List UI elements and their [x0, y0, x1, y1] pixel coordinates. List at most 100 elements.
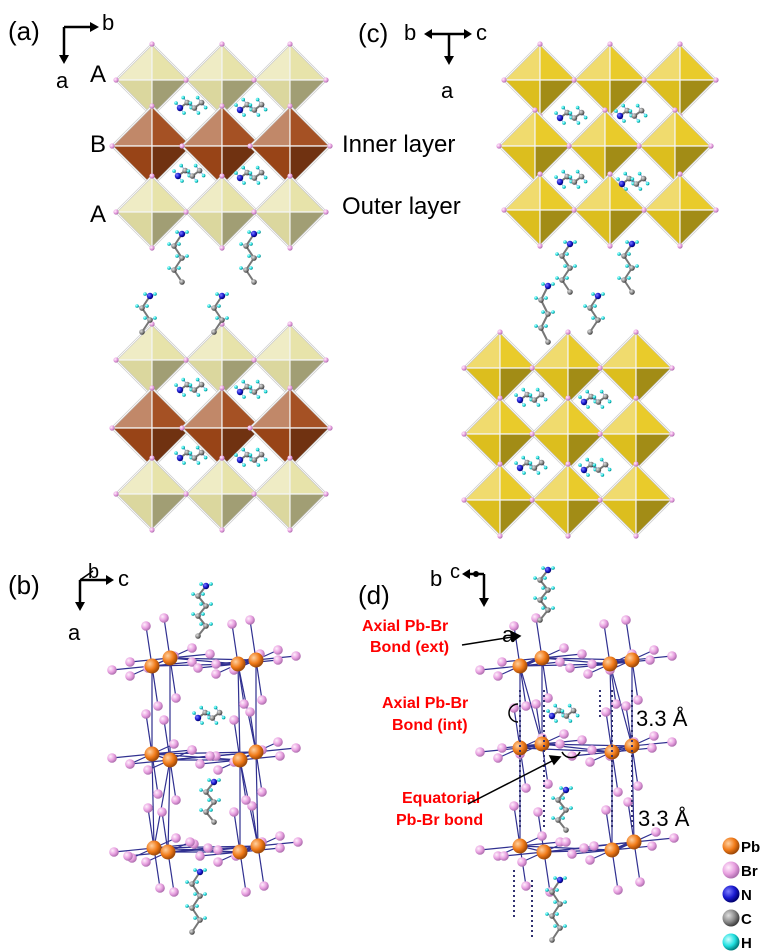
panel-c-axes: b c a — [404, 20, 487, 103]
h-atom — [600, 405, 605, 409]
h-atom — [567, 703, 572, 708]
h-atom — [188, 451, 193, 455]
alkyl-chain — [207, 292, 229, 335]
br-atom — [251, 209, 257, 215]
organic-cation — [234, 379, 268, 399]
h-atom — [177, 266, 181, 270]
br-atom — [183, 491, 189, 497]
c-atom — [139, 329, 145, 335]
br-atom — [247, 801, 257, 811]
c-atom — [549, 889, 555, 895]
br-atom — [149, 527, 155, 533]
br-atom — [287, 321, 293, 327]
pb-atom — [162, 650, 178, 666]
panel-d-structure — [475, 566, 679, 943]
c-atom — [595, 467, 602, 473]
n-atom — [146, 292, 154, 300]
c-atom — [203, 603, 209, 609]
h-atom — [643, 113, 648, 118]
annotation-arrows — [461, 630, 581, 805]
panel-a-axis-a: a — [56, 68, 69, 93]
h-atom — [614, 109, 618, 113]
br-atom — [585, 855, 595, 865]
br-atom — [155, 883, 165, 893]
legend-swatch-n — [722, 885, 740, 903]
octahedron — [183, 173, 261, 251]
c-atom — [545, 607, 551, 613]
alkyl-chain — [239, 230, 261, 285]
br-atom — [183, 357, 189, 363]
br-atom — [633, 695, 643, 705]
br-atom — [669, 833, 679, 843]
br-atom — [597, 497, 603, 503]
c-atom — [621, 253, 627, 259]
h-atom — [592, 463, 597, 467]
panel-b-axis-a: a — [68, 620, 81, 645]
h-atom — [533, 596, 537, 600]
h-atom — [249, 266, 253, 270]
c-atom — [624, 107, 630, 114]
alkyl-chain — [551, 786, 573, 833]
h-atom — [167, 242, 171, 246]
c-atom — [182, 167, 188, 174]
br-atom — [651, 827, 661, 837]
panel-b-label: (b) — [8, 570, 40, 600]
br-atom — [509, 621, 519, 631]
br-atom — [229, 807, 239, 817]
h-atom — [195, 880, 199, 884]
h-atom — [255, 447, 260, 452]
br-atom — [461, 497, 467, 503]
h-atom — [201, 612, 205, 616]
br-atom — [633, 395, 639, 401]
h-atom — [195, 445, 200, 450]
br-atom — [171, 693, 181, 703]
alkyl-chain — [545, 876, 567, 943]
h-atom — [635, 240, 639, 244]
h-atom — [628, 109, 633, 113]
br-atom — [529, 365, 535, 371]
br-atom — [497, 329, 503, 335]
br-atom — [159, 715, 169, 725]
br-atom — [501, 207, 507, 213]
h-atom — [521, 387, 525, 392]
legend-swatch-br — [722, 861, 740, 879]
c-atom — [555, 817, 561, 823]
br-atom — [559, 643, 569, 653]
c-atom — [557, 925, 563, 931]
alkyl-chain — [534, 282, 555, 345]
br-atom — [672, 107, 678, 113]
n-atom — [218, 292, 226, 300]
h-atom — [221, 715, 226, 720]
equatorial-label-line1: Equatorial — [402, 790, 480, 807]
h-atom — [135, 304, 139, 308]
h-atom — [191, 612, 195, 616]
pb-br-bond — [519, 747, 613, 753]
br-atom — [543, 693, 553, 703]
br-atom — [149, 385, 155, 391]
c-atom — [209, 715, 216, 721]
c-atom — [198, 449, 205, 456]
br-atom — [241, 795, 251, 805]
h-atom — [630, 177, 635, 181]
alkyl-chain — [617, 240, 639, 295]
c-atom — [211, 305, 217, 311]
h-atom — [560, 709, 565, 713]
octahedron — [113, 173, 191, 251]
n-atom — [516, 464, 524, 472]
h-atom — [591, 292, 595, 296]
br-atom — [708, 143, 714, 149]
octahedron — [496, 107, 574, 185]
h-atom — [207, 798, 211, 802]
organic-cation — [174, 445, 208, 465]
br-atom — [493, 671, 503, 681]
h-atom — [625, 240, 629, 244]
h-atom — [177, 242, 181, 246]
h-atom — [536, 471, 541, 475]
br-atom — [667, 737, 677, 747]
c-atom — [563, 807, 569, 813]
octahedron — [251, 455, 329, 533]
panel-c-axis-b: b — [404, 20, 416, 45]
c-atom — [621, 277, 627, 283]
h-atom — [553, 924, 557, 928]
br-atom — [149, 103, 155, 109]
